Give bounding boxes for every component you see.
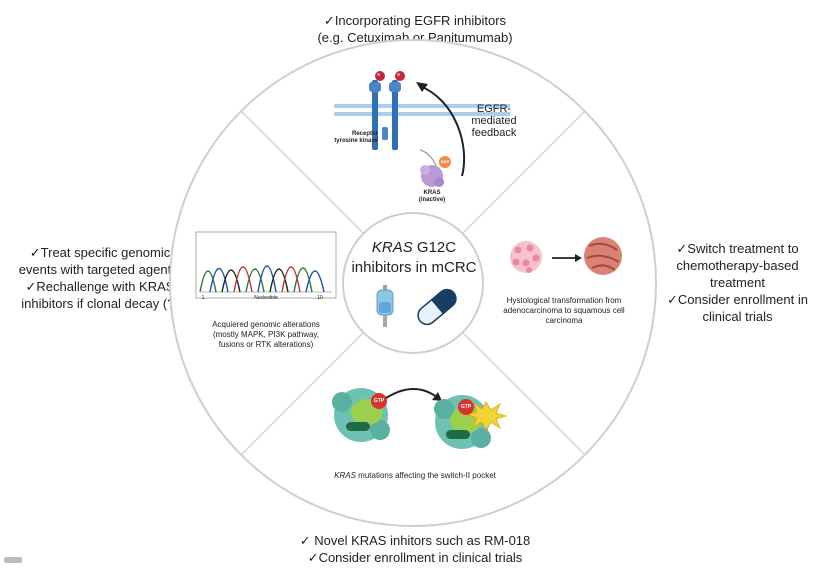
transformation-arrow-head: [575, 254, 582, 262]
chromatogram-axis-start: 1: [201, 295, 205, 301]
annotation-right-line-4: ✓Consider enrollment in: [667, 292, 808, 307]
right-caption-line-3: carcinoma: [545, 316, 583, 325]
divider-bottom-right: [461, 331, 586, 456]
annotation-top-line-1: ✓Incorporating EGFR inhibitors: [323, 13, 507, 28]
annotation-top: ✓Incorporating EGFR inhibitors (e.g. Cet…: [300, 12, 530, 46]
kras-label-line-1: KRAS: [423, 190, 441, 196]
center-title-line-1: KRAS G12C: [346, 238, 482, 258]
divider-bottom-left: [240, 331, 365, 456]
receptor-label-line-2: tyrosine kinase: [334, 138, 378, 144]
right-caption-line-1: Hystological transformation from: [506, 296, 622, 305]
feedback-label: EGFR- mediated feedback: [462, 103, 526, 139]
capsule-icon: [417, 288, 457, 326]
activation-arc: [419, 149, 437, 167]
right-segment-caption: Hystological transformation from adenoca…: [490, 296, 638, 326]
chromatogram-axis-end: 10: [317, 295, 323, 301]
kras-label: KRAS (inactive): [412, 190, 452, 204]
bottom-caption-italic: KRAS: [334, 471, 356, 480]
scroll-handle[interactable]: [4, 557, 22, 563]
gtp-label-1: GTP: [373, 398, 385, 404]
left-caption-line-3: fusions or RTK alterations): [218, 340, 314, 349]
annotation-bottom: ✓ Novel KRAS inhitors such as RM-018 ✓Co…: [290, 532, 540, 566]
receptor-label: Receptor tyrosine kinase: [322, 131, 378, 145]
receptor-label-line-1: Receptor: [351, 131, 378, 137]
feedback-label-line-1: EGFR-: [476, 103, 512, 115]
tumor-tissue-icon: [584, 237, 622, 275]
membrane: [334, 104, 510, 116]
kras-label-line-2: (inactive): [418, 197, 446, 203]
mutated-protein-icon: [332, 388, 390, 442]
spark-icon: [466, 401, 508, 431]
annotation-bottom-line-1: ✓ Novel KRAS inhitors such as RM-018: [299, 533, 531, 548]
annotation-right-line-1: ✓Switch treatment to: [676, 241, 799, 256]
annotation-bottom-line-2: ✓Consider enrollment in clinical trials: [307, 550, 523, 565]
mutation-arrow-head: [432, 392, 442, 401]
annotation-top-line-2: (e.g. Cetuximab or Panitumumab): [317, 30, 513, 45]
feedback-label-line-3: feedback: [471, 127, 517, 139]
annotation-left-line-2: events with targeted agents.: [18, 262, 182, 277]
center-title: KRAS G12C inhibitors in mCRC: [346, 238, 482, 278]
kras-protein-icon: [420, 156, 451, 187]
left-caption-line-2: (mostly MAPK, PI3K pathway,: [212, 330, 320, 339]
gtp-label-2: GTP: [460, 404, 472, 410]
center-circle: [342, 212, 484, 354]
mutation-arrow: [385, 388, 439, 399]
iv-bag-icon: [376, 285, 394, 327]
annotation-left-line-1: ✓Treat specific genomic: [29, 245, 171, 260]
annotation-left-line-3: ✓Rechallenge with KRAS: [25, 279, 175, 294]
bottom-segment-caption: KRAS mutations affecting the switch-II p…: [320, 471, 510, 481]
annotation-right-line-3: treatment: [710, 275, 765, 290]
annotation-right: ✓Switch treatment to chemotherapy-based …: [655, 240, 820, 325]
center-title-italic: KRAS: [371, 239, 413, 256]
divider-top-right: [461, 110, 586, 235]
center-title-rest: G12C: [412, 239, 457, 256]
gdp-label: GDP: [440, 159, 450, 164]
feedback-arrow: [419, 85, 466, 177]
center-title-line-2: inhibitors in mCRC: [351, 259, 477, 276]
right-caption-line-2: adenocarcinoma to squamous cell: [503, 306, 625, 315]
chromatogram-axis-label: Nucleotide: [254, 295, 278, 301]
left-segment-caption: Acquiered genomic alterations (mostly MA…: [186, 320, 346, 350]
annotation-right-line-5: clinical trials: [702, 309, 773, 324]
feedback-arrow-head: [416, 82, 428, 92]
bottom-caption-rest: mutations affecting the switch-II pocket: [355, 471, 496, 480]
chromatogram-icon: [195, 231, 337, 299]
left-caption-line-1: Acquiered genomic alterations: [212, 320, 320, 329]
divider-top-left: [240, 110, 365, 235]
cells-icon: [510, 241, 542, 273]
feedback-label-line-2: mediated: [471, 115, 517, 127]
annotation-left-line-4: inhibitors if clonal decay (?): [21, 296, 179, 311]
annotation-left: ✓Treat specific genomic events with targ…: [10, 244, 190, 312]
annotation-right-line-2: chemotherapy-based: [676, 258, 799, 273]
receptor-icon: [369, 71, 405, 150]
